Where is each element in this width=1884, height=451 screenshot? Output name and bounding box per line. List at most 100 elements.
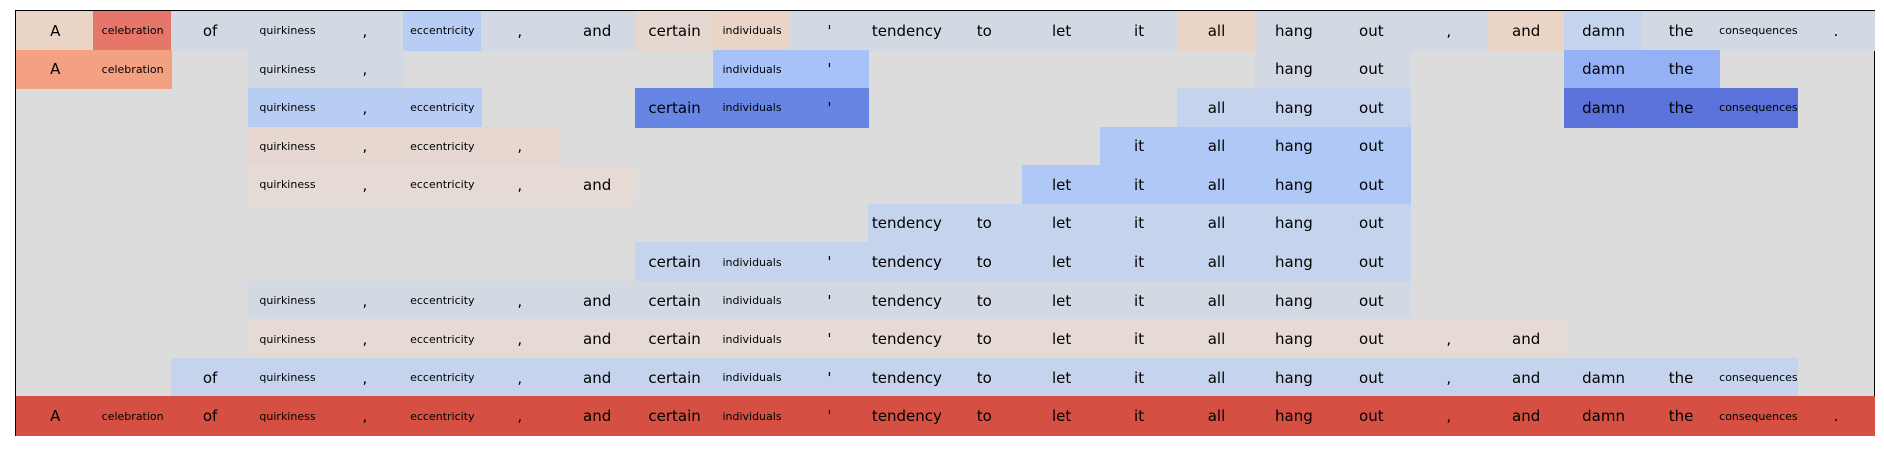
token-cell-r4-c14: it xyxy=(1099,165,1179,205)
token-cell-r7-c16: hang xyxy=(1254,280,1334,321)
token-cell-r9-c20: damn xyxy=(1564,357,1643,398)
token-cell-r9-c14: it xyxy=(1099,357,1179,398)
token-cell-r8-c16: hang xyxy=(1254,319,1334,359)
token-cell-r6-c9: individuals xyxy=(712,242,792,282)
token-cell-r2-c21: the xyxy=(1641,88,1721,128)
token-cell-r9-c21: the xyxy=(1641,357,1721,398)
token-cell-r10-c0: A xyxy=(16,396,95,436)
token-cell-r7-c5: eccentricity xyxy=(403,280,482,321)
token-cell-r0-c12: to xyxy=(945,11,1024,51)
token-cell-r1-c20: damn xyxy=(1564,49,1643,90)
token-cell-r2-c4: , xyxy=(325,88,405,128)
token-cell-r0-c7: and xyxy=(557,11,637,51)
token-cell-r4-c15: all xyxy=(1177,165,1256,205)
token-cell-r5-c13: let xyxy=(1022,203,1101,244)
token-cell-r7-c10: ' xyxy=(790,280,869,321)
token-cell-r5-c15: all xyxy=(1177,203,1256,244)
token-cell-r2-c5: eccentricity xyxy=(403,88,482,128)
token-cell-r9-c6: , xyxy=(480,357,559,398)
token-cell-r10-c7: and xyxy=(557,396,637,436)
token-cell-r5-c12: to xyxy=(945,203,1024,244)
token-cell-r7-c3: quirkiness xyxy=(248,280,327,321)
token-cell-r10-c5: eccentricity xyxy=(403,396,482,436)
token-cell-r1-c4: , xyxy=(325,49,405,90)
token-cell-r4-c16: hang xyxy=(1254,165,1334,205)
token-cell-r4-c7: and xyxy=(557,165,637,205)
token-cell-r7-c4: , xyxy=(325,280,405,321)
token-cell-r0-c18: , xyxy=(1409,11,1488,51)
token-cell-r8-c13: let xyxy=(1022,319,1101,359)
token-cell-r6-c12: to xyxy=(945,242,1024,282)
token-cell-r6-c17: out xyxy=(1332,242,1411,282)
token-cell-r3-c4: , xyxy=(325,126,405,167)
token-cell-r9-c11: tendency xyxy=(867,357,947,398)
token-cell-r0-c0: A xyxy=(16,11,95,51)
token-cell-r10-c17: out xyxy=(1332,396,1411,436)
token-cell-r5-c11: tendency xyxy=(867,203,947,244)
token-cell-r10-c21: the xyxy=(1641,396,1721,436)
token-cell-r8-c3: quirkiness xyxy=(248,319,327,359)
token-cell-r4-c17: out xyxy=(1332,165,1411,205)
token-cell-r2-c9: individuals xyxy=(712,88,792,128)
token-cell-r3-c3: quirkiness xyxy=(248,126,327,167)
token-cell-r10-c15: all xyxy=(1177,396,1256,436)
token-cell-r0-c8: certain xyxy=(635,11,714,51)
token-cell-r0-c6: , xyxy=(480,11,559,51)
token-cell-r8-c9: individuals xyxy=(712,319,792,359)
token-cell-r7-c6: , xyxy=(480,280,559,321)
token-cell-r10-c23: . xyxy=(1796,396,1876,436)
token-cell-r0-c13: let xyxy=(1022,11,1101,51)
token-cell-r3-c17: out xyxy=(1332,126,1411,167)
token-cell-r4-c4: , xyxy=(325,165,405,205)
token-cell-r9-c17: out xyxy=(1332,357,1411,398)
token-cell-r0-c16: hang xyxy=(1254,11,1334,51)
token-cell-r3-c14: it xyxy=(1099,126,1179,167)
token-cell-r9-c9: individuals xyxy=(712,357,792,398)
token-cell-r7-c13: let xyxy=(1022,280,1101,321)
token-cell-r3-c6: , xyxy=(480,126,559,167)
token-cell-r8-c4: , xyxy=(325,319,405,359)
token-cell-r10-c1: celebration xyxy=(93,396,172,436)
token-cell-r4-c5: eccentricity xyxy=(403,165,482,205)
token-cell-r5-c14: it xyxy=(1099,203,1179,244)
token-cell-r10-c14: it xyxy=(1099,396,1179,436)
token-cell-r9-c22: consequences xyxy=(1719,357,1798,398)
token-cell-r0-c5: eccentricity xyxy=(403,11,482,51)
token-cell-r6-c11: tendency xyxy=(867,242,947,282)
token-cell-r9-c13: let xyxy=(1022,357,1101,398)
token-cell-r9-c5: eccentricity xyxy=(403,357,482,398)
token-cell-r7-c8: certain xyxy=(635,280,714,321)
token-cell-r1-c17: out xyxy=(1332,49,1411,90)
token-cell-r1-c21: the xyxy=(1641,49,1721,90)
token-cell-r9-c15: all xyxy=(1177,357,1256,398)
token-cell-r9-c16: hang xyxy=(1254,357,1334,398)
token-cell-r0-c22: consequences xyxy=(1719,11,1798,51)
token-cell-r2-c3: quirkiness xyxy=(248,88,327,128)
token-cell-r10-c18: , xyxy=(1409,396,1488,436)
token-cell-r1-c3: quirkiness xyxy=(248,49,327,90)
token-cell-r0-c19: and xyxy=(1486,11,1566,51)
token-cell-r8-c12: to xyxy=(945,319,1024,359)
token-cell-r9-c19: and xyxy=(1486,357,1566,398)
token-cell-r6-c10: ' xyxy=(790,242,869,282)
token-cell-r8-c10: ' xyxy=(790,319,869,359)
token-cell-r2-c20: damn xyxy=(1564,88,1643,128)
token-cell-r7-c14: it xyxy=(1099,280,1179,321)
token-cell-r7-c15: all xyxy=(1177,280,1256,321)
token-cell-r4-c3: quirkiness xyxy=(248,165,327,205)
token-cell-r0-c9: individuals xyxy=(712,11,792,51)
token-cell-r0-c15: all xyxy=(1177,11,1256,51)
token-cell-r7-c17: out xyxy=(1332,280,1411,321)
token-cell-r5-c17: out xyxy=(1332,203,1411,244)
token-cell-r10-c10: ' xyxy=(790,396,869,436)
token-cell-r6-c16: hang xyxy=(1254,242,1334,282)
token-cell-r10-c6: , xyxy=(480,396,559,436)
token-cell-r2-c15: all xyxy=(1177,88,1256,128)
token-cell-r1-c9: individuals xyxy=(712,49,792,90)
token-cell-r0-c10: ' xyxy=(790,11,869,51)
token-cell-r8-c6: , xyxy=(480,319,559,359)
token-cell-r9-c12: to xyxy=(945,357,1024,398)
token-cell-r9-c10: ' xyxy=(790,357,869,398)
token-cell-r3-c15: all xyxy=(1177,126,1256,167)
